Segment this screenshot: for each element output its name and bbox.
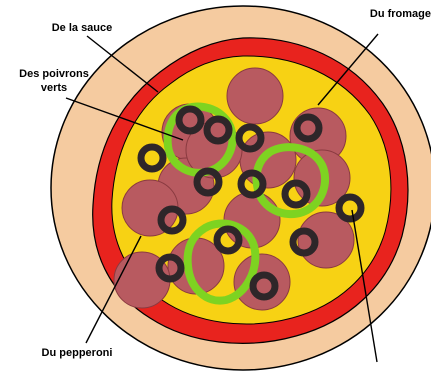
label-pepperoni: Du pepperoni [42,347,113,359]
pepperoni-slice [234,254,290,310]
label-peppers-line1: Des poivrons [19,68,89,80]
label-peppers-line2: verts [41,82,67,94]
pepperoni-slice [227,68,283,124]
label-sauce: De la sauce [52,22,113,34]
pizza [51,6,431,370]
label-cheese: Du fromage [370,8,431,20]
pepperoni-slice [240,132,296,188]
